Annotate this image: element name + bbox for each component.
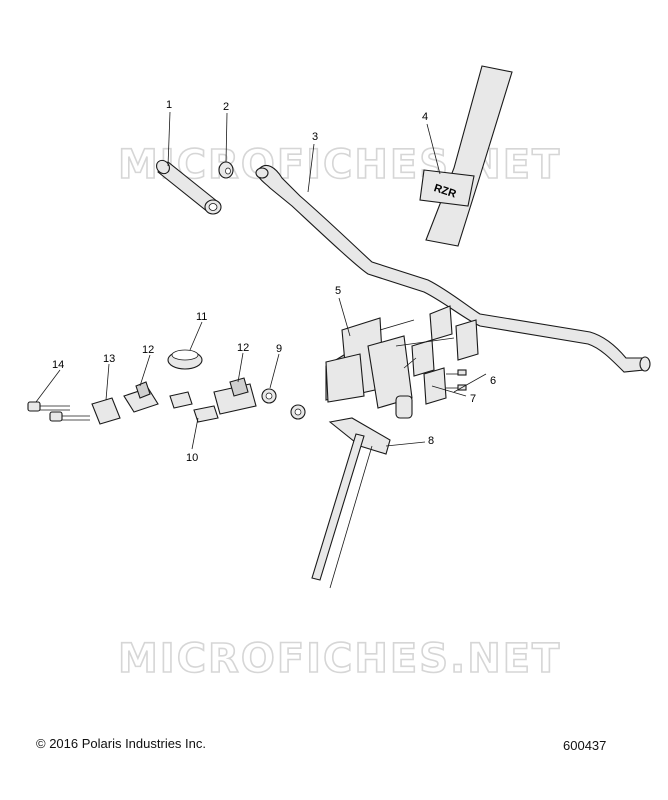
- part-14-bolts: [27, 401, 90, 422]
- watermark-bottom: MICROFICHES.NET: [118, 636, 561, 682]
- figure-id: 600437: [563, 738, 607, 753]
- callout-3: 3: [312, 131, 318, 143]
- part-12-clamps: [123, 377, 257, 415]
- callout-7: 7: [470, 393, 476, 405]
- callout-13: 13: [103, 353, 115, 365]
- part-10-spacers: [169, 391, 219, 423]
- callout-5: 5: [335, 285, 341, 297]
- part-1-grip: [156, 159, 222, 215]
- leader-lines: [35, 111, 487, 450]
- part-11-ring: [167, 349, 203, 370]
- callout-6: 6: [490, 375, 496, 387]
- callout-8: 8: [428, 435, 434, 447]
- callout-1: 1: [166, 99, 172, 111]
- callout-12a: 12: [142, 344, 154, 356]
- part-6-7-caps: [411, 305, 479, 405]
- callout-11: 11: [196, 311, 207, 323]
- callout-12b: 12: [237, 342, 249, 354]
- part-5-clamp: [325, 317, 413, 419]
- callout-2: 2: [223, 101, 229, 113]
- callout-14: 14: [52, 359, 64, 371]
- part-8-post: [311, 417, 391, 589]
- part-13-plate: [91, 397, 121, 425]
- callout-9: 9: [276, 343, 282, 355]
- part-2-bar-end: [218, 161, 234, 179]
- copyright-text: © 2016 Polaris Industries Inc.: [36, 736, 206, 751]
- part-4-pad: RZR: [419, 65, 513, 247]
- part-9-nuts: [261, 388, 306, 420]
- callout-10: 10: [186, 452, 198, 464]
- callout-4: 4: [422, 111, 428, 123]
- part-3-handlebar: [255, 164, 651, 373]
